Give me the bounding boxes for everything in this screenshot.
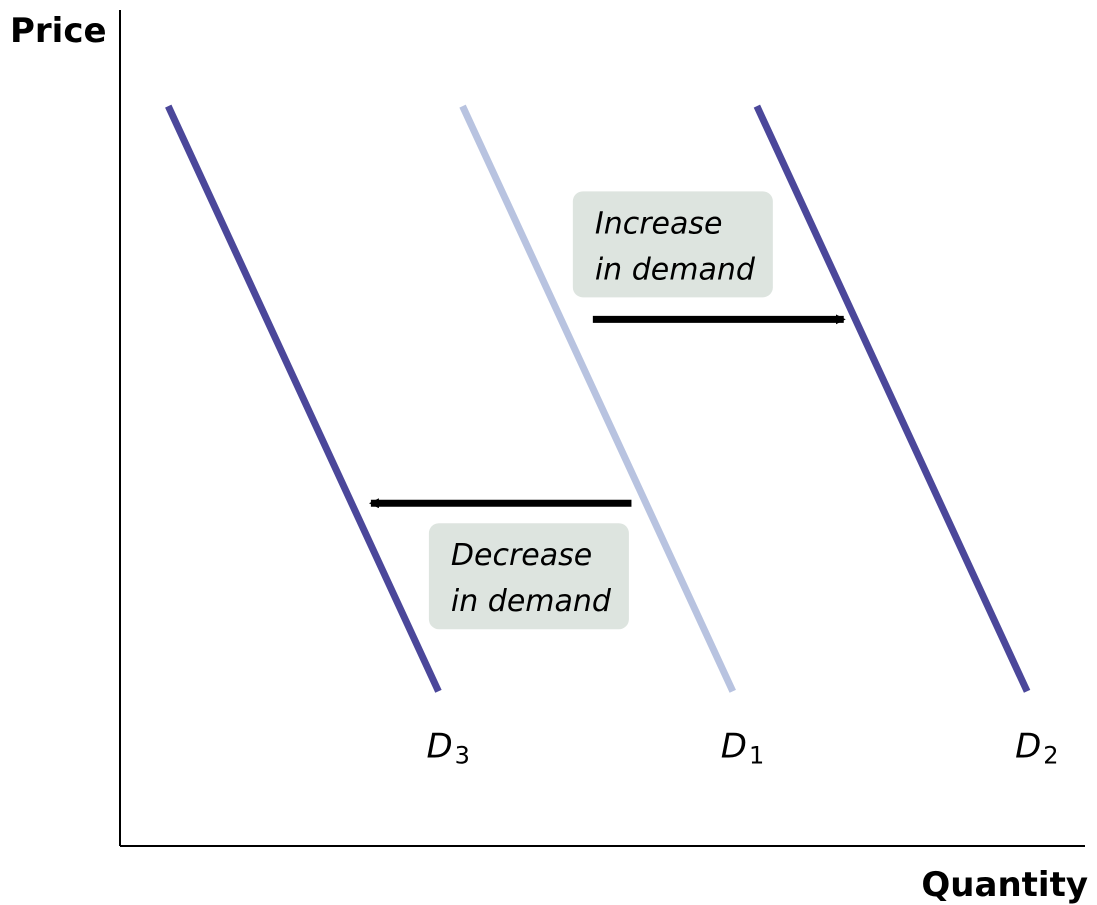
annotation-text-increase-line1: Increase: [595, 206, 723, 241]
demand-curves: D3 D1 D2: [165, 104, 1059, 769]
annotation-text-decrease-line1: Decrease: [451, 538, 592, 573]
annotation-box-decrease: [428, 523, 629, 630]
curve-label-d1: D1: [721, 726, 764, 769]
demand-curve-d3: [165, 104, 442, 693]
x-axis-title: Quantity: [921, 865, 1088, 905]
demand-curve-d2: [753, 104, 1031, 693]
curve-label-d3: D3: [426, 726, 469, 769]
curve-label-d2: D2: [1015, 726, 1058, 769]
demand-curve-d1: [459, 104, 736, 693]
annotation-box-increase: [572, 191, 773, 298]
annotation-text-increase-line2: in demand: [595, 252, 756, 287]
annotation-text-decrease-line2: in demand: [451, 584, 612, 619]
y-axis-title: Price: [10, 11, 107, 51]
